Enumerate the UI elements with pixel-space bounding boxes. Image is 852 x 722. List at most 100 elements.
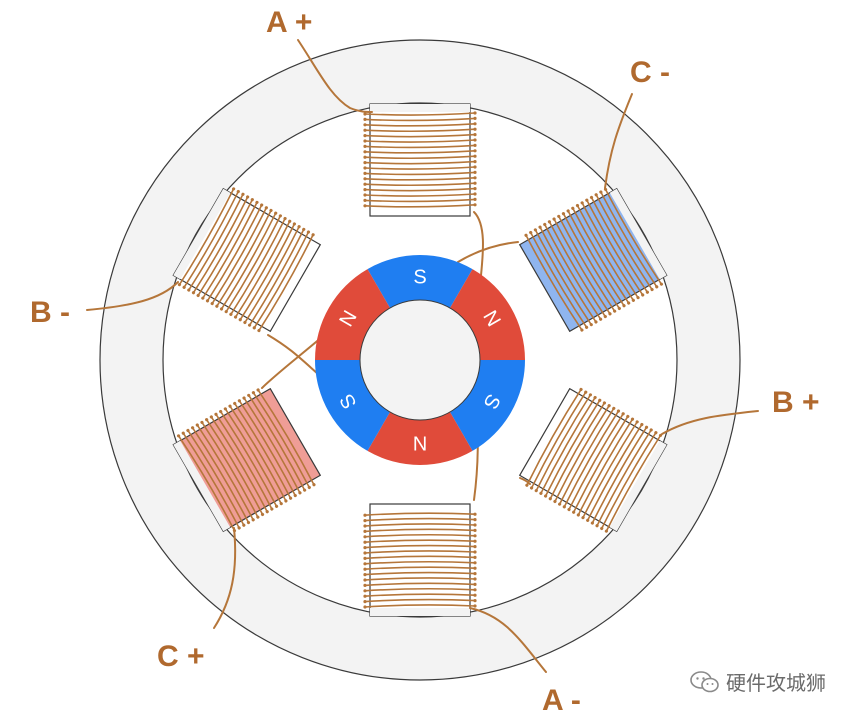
coil-winding (229, 405, 287, 502)
coil-winding (525, 234, 583, 331)
coil-wire-end (644, 425, 649, 429)
coil-wire-end (473, 165, 477, 169)
coil-wire-end (176, 434, 181, 438)
coil-wire-end (473, 534, 477, 538)
coil-wire-end (363, 562, 367, 566)
coil-wire-end (228, 404, 232, 408)
coil-wire-end (473, 593, 477, 597)
coil-wire-end (539, 491, 543, 495)
coil-wire-end (363, 198, 367, 202)
lead-c-minus (604, 93, 633, 189)
coil-wire-end (363, 117, 367, 121)
coil-wire-end (312, 483, 316, 487)
coil-winding (364, 187, 476, 192)
coil-winding (600, 191, 658, 288)
coil-wire-end (473, 539, 477, 543)
coil-wire-end (186, 428, 190, 433)
coil-wire-end (363, 605, 367, 609)
coil-winding (544, 224, 602, 320)
coil-wire-end (269, 208, 273, 213)
coil-winding (364, 560, 476, 565)
coil-wire-end (237, 399, 241, 403)
label-c-plus: C + (157, 640, 205, 673)
coil-winding (210, 416, 268, 513)
coil-winding (534, 229, 592, 326)
coil-wire-end (557, 214, 561, 218)
coil-wire-end (608, 312, 612, 316)
coil-wire-end (293, 493, 297, 498)
tooth-a-top (369, 103, 471, 217)
coil-wire-end (247, 393, 251, 397)
coil-wire-end (473, 197, 477, 201)
coil-wire-end (640, 422, 644, 427)
coil-wire-end (278, 214, 282, 218)
coil-wire-end (229, 312, 233, 316)
coil-winding (188, 193, 244, 291)
coil-wire-end (191, 426, 195, 430)
coil-wire-end (607, 404, 611, 408)
coil-wire-end (473, 176, 477, 180)
coil-wire-end (363, 578, 367, 582)
coil-winding (601, 432, 657, 529)
coil-wire-end (363, 128, 367, 132)
coil-wire-end (473, 582, 477, 586)
coil-wire-end (473, 203, 477, 207)
coil-wire-end (255, 200, 259, 204)
coil-wire-end (363, 182, 367, 186)
coil-wire-end (473, 133, 477, 137)
coil-winding (197, 199, 254, 296)
coil-wire-end (598, 398, 602, 402)
coil-winding (539, 226, 597, 323)
coil-wire-end (363, 573, 367, 577)
coil-winding (364, 193, 476, 197)
coil-winding (595, 194, 653, 290)
coil-wire-end (201, 296, 205, 300)
coil-wire-end (473, 588, 477, 592)
coil-wire-end (363, 519, 367, 523)
coil-winding (191, 427, 250, 523)
coil-wire-end (256, 515, 260, 519)
coil-wire-end (576, 513, 580, 517)
coil-wire-end (214, 412, 218, 416)
coil-wire-end (649, 428, 653, 432)
coil-wire-end (270, 507, 274, 511)
coil-wire-end (586, 518, 590, 522)
lead-a-plus (297, 39, 373, 113)
coil-wire-end (529, 486, 534, 490)
coil-wire-end (363, 524, 367, 528)
coil-winding (224, 408, 282, 504)
coil-winding (364, 133, 476, 138)
coil-winding (364, 166, 476, 170)
coil-wire-end (617, 306, 621, 311)
coil-wire-end (580, 328, 584, 332)
coil-wire-end (552, 217, 556, 221)
tooth-root (370, 104, 470, 112)
coil-wire-end (616, 409, 621, 413)
coil-winding (225, 215, 282, 313)
coil-wire-end (363, 589, 367, 593)
coil-winding (244, 226, 300, 323)
tooth-root (609, 188, 667, 280)
coil-winding (364, 544, 476, 549)
tooth-c-plus-coil (176, 388, 316, 533)
coil-winding (586, 424, 643, 521)
coil-wire-end (473, 187, 477, 191)
coil-winding (248, 229, 305, 326)
coil-wire-end (473, 566, 477, 570)
coil-winding (364, 550, 476, 554)
coil-winding (364, 577, 476, 581)
coil-winding (211, 207, 268, 304)
coil-winding (364, 112, 476, 116)
coil-wire-end (627, 301, 631, 305)
coil-wire-end (246, 520, 251, 525)
coil-winding (230, 218, 286, 315)
coil-winding (562, 213, 620, 309)
coil-wire-end (594, 320, 598, 324)
coil-winding (549, 402, 606, 500)
coil-winding (364, 566, 476, 570)
coil-winding (364, 571, 476, 576)
pole-letter: S (413, 267, 426, 289)
coil-winding (202, 202, 258, 299)
coil-wire-end (473, 192, 477, 196)
